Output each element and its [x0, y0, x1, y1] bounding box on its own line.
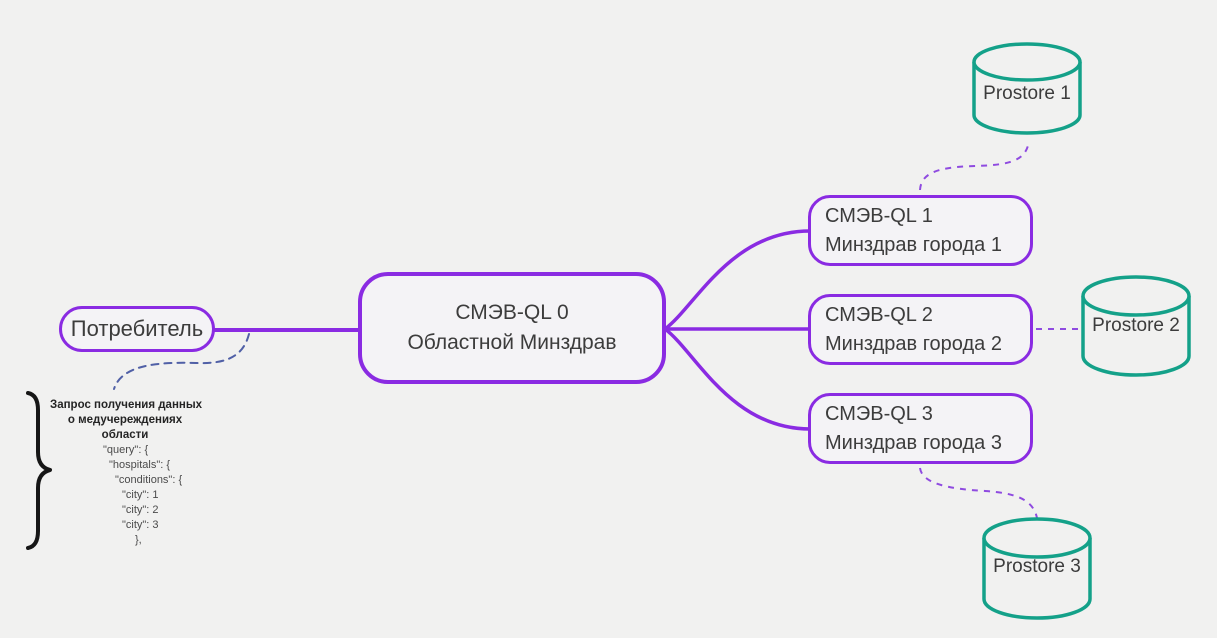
node-consumer-label: Потребитель	[70, 316, 204, 341]
node-hub[interactable]: СМЭВ-QL 0 Областной Минздрав	[358, 272, 666, 384]
annotation-code-line: "city": 3	[122, 519, 159, 531]
prostore-3-cylinder[interactable]	[982, 517, 1092, 620]
edge-annotation-callout	[113, 333, 250, 390]
prostore-1-cylinder[interactable]	[972, 42, 1082, 135]
annotation-code-line: "city": 2	[122, 504, 159, 516]
annotation-title-line: о медучереждениях	[67, 414, 183, 426]
annotation-code-line: "conditions": {	[115, 474, 183, 486]
annotation-title-line: области	[101, 429, 149, 441]
annotation-title-line: Запрос получения данных	[50, 399, 203, 411]
node-branch-1-line1: СМЭВ-QL 1	[825, 204, 933, 227]
node-hub-line1: СМЭВ-QL 0	[455, 301, 569, 324]
annotation-code-line: "query": {	[103, 444, 149, 456]
curly-brace	[26, 391, 52, 550]
edge-hub-branch1	[663, 229, 812, 331]
annotation-code-line: },	[135, 534, 142, 546]
node-branch-2[interactable]: СМЭВ-QL 2 Минздрав города 2	[808, 294, 1033, 365]
node-branch-1[interactable]: СМЭВ-QL 1 Минздрав города 1	[808, 195, 1033, 266]
node-branch-1-line2: Минздрав города 1	[825, 233, 1002, 256]
node-branch-3[interactable]: СМЭВ-QL 3 Минздрав города 3	[808, 393, 1033, 464]
prostore-1-label: Prostore 1	[983, 83, 1071, 104]
edge-branch1-prostore1	[919, 140, 1030, 191]
node-hub-line2: Областной Минздрав	[407, 331, 617, 354]
annotation-code-line: "city": 1	[122, 489, 159, 501]
node-branch-2-line1: СМЭВ-QL 2	[825, 303, 933, 326]
node-branch-2-line2: Минздрав города 2	[825, 332, 1002, 355]
prostore-2-cylinder[interactable]	[1081, 275, 1191, 377]
node-consumer[interactable]: Потребитель	[59, 306, 215, 352]
query-annotation: Запрос получения данных о медучереждения…	[50, 398, 203, 548]
node-branch-3-line1: СМЭВ-QL 3	[825, 402, 933, 425]
prostore-2-label: Prostore 2	[1092, 315, 1180, 336]
annotation-code-line: "hospitals": {	[109, 459, 171, 471]
edge-hub-branch3	[663, 327, 812, 431]
edge-branch3-prostore3	[919, 467, 1038, 519]
node-branch-3-line2: Минздрав города 3	[825, 431, 1002, 454]
prostore-3-label: Prostore 3	[993, 556, 1081, 577]
